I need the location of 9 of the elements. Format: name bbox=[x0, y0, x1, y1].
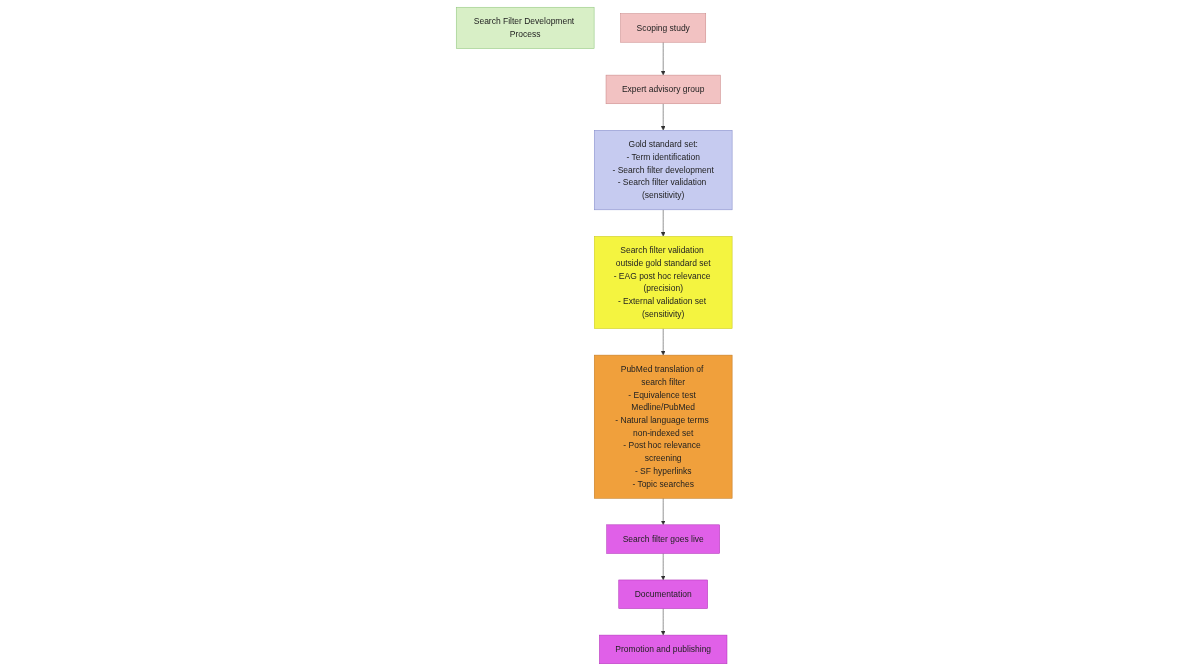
node-box: Promotion and publishing bbox=[598, 634, 728, 664]
node-box: Search filter validation outside gold standard set - EAG post hoc relevance (precision) - External validation set (sensitivity) bbox=[593, 236, 733, 329]
node-box: PubMed translation of search filter - Equivalence test Medline/PubMed - Natural language terms non-indexed set - Post hoc relevance screening - SF hyperlinks - Topic searches bbox=[593, 354, 733, 499]
node-box: Gold standard set: - Term identification - Search filter development - Search filter validation (sensitivity) bbox=[593, 130, 733, 211]
node-box: Search Filter Development Process bbox=[455, 6, 595, 49]
node-box: Expert advisory group bbox=[605, 74, 721, 105]
node-box: Search filter goes live bbox=[606, 524, 720, 554]
node-box: Documentation bbox=[618, 579, 708, 609]
node-box: Scoping study bbox=[620, 13, 706, 43]
